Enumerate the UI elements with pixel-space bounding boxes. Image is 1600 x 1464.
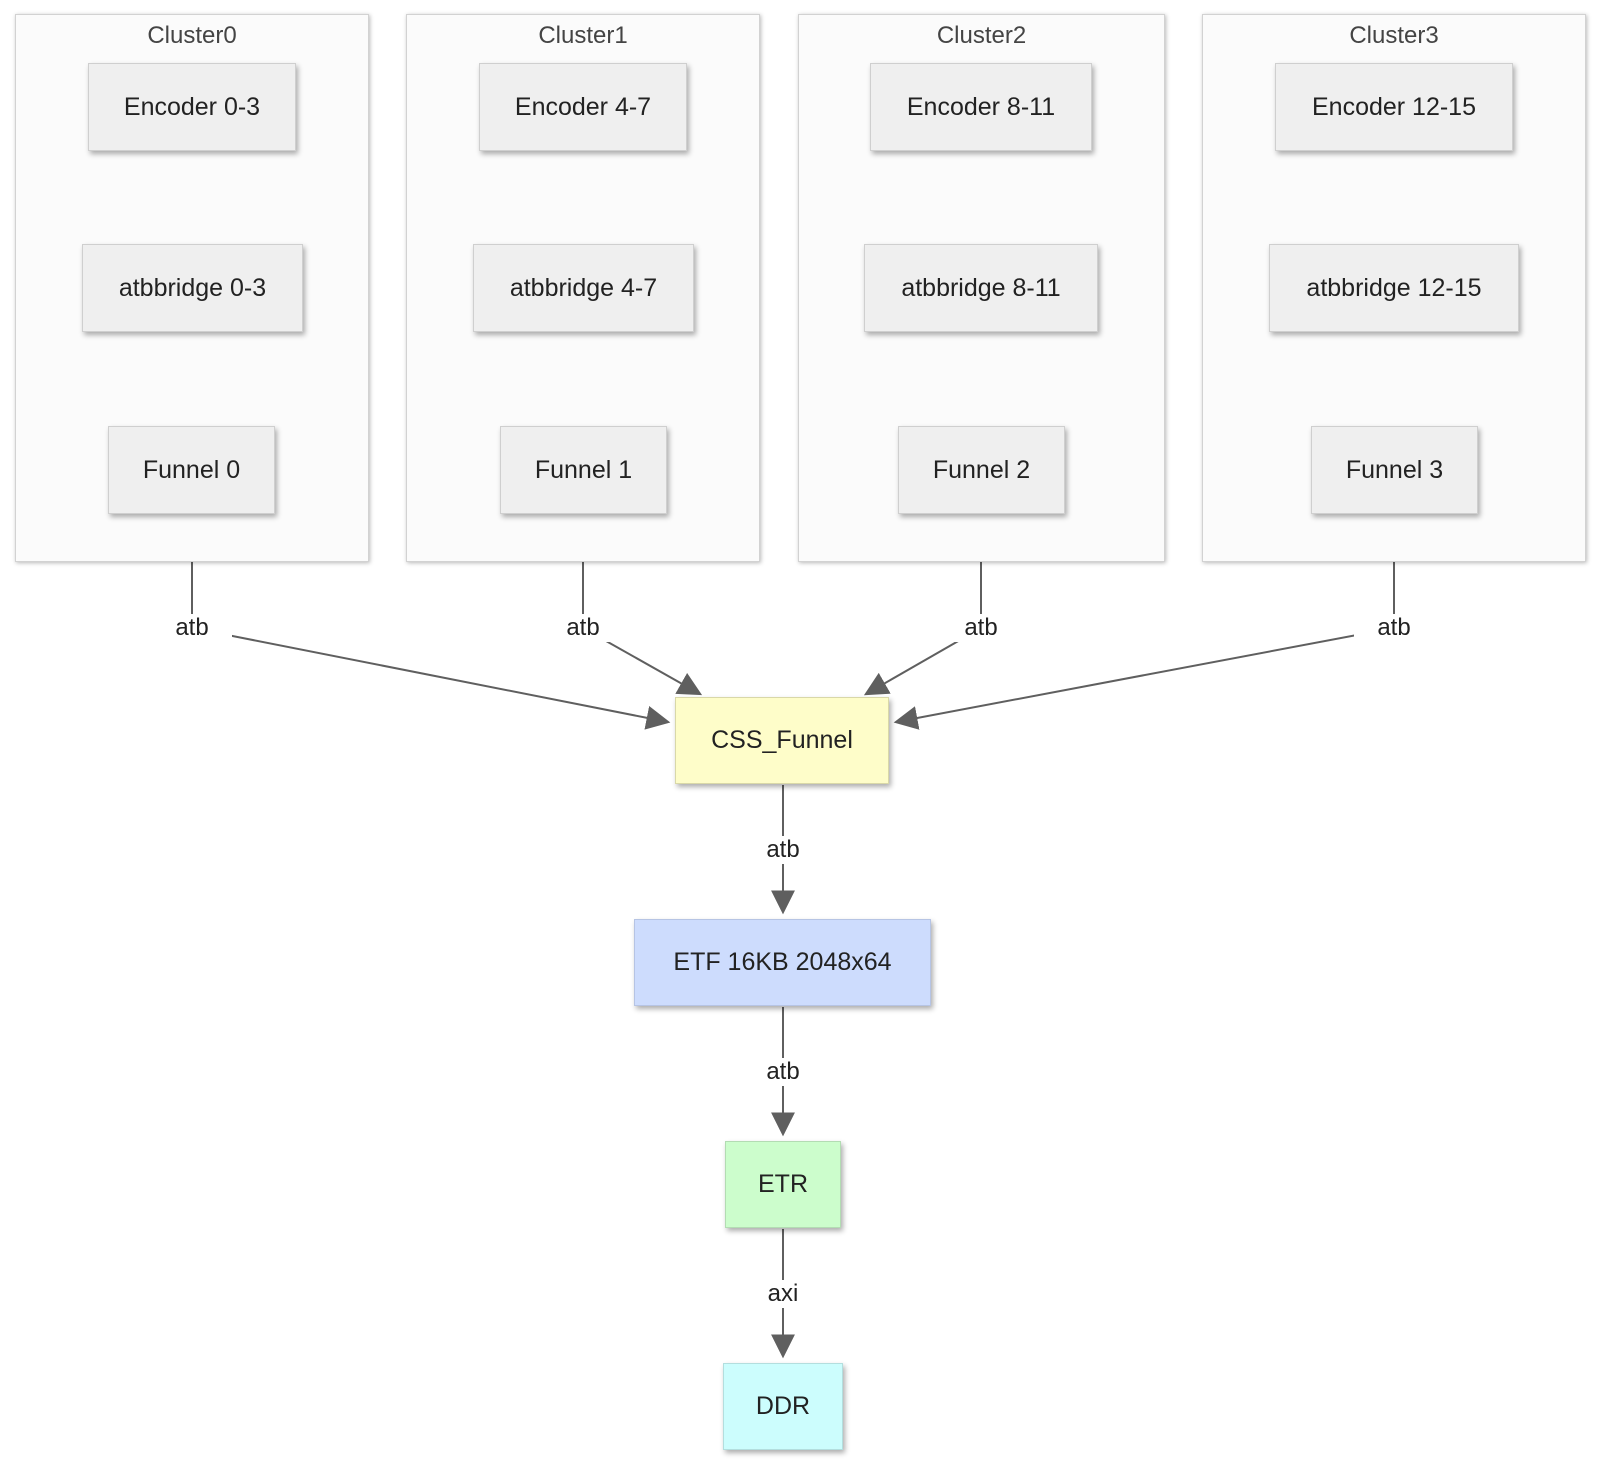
cluster-title: Cluster1 bbox=[538, 22, 628, 49]
encoder-12-15-node[interactable]: Encoder 12-15 bbox=[1275, 63, 1513, 151]
cluster-title: Cluster3 bbox=[1349, 22, 1439, 49]
funnel-1-node[interactable]: Funnel 1 bbox=[500, 426, 667, 514]
funnel-2-node[interactable]: Funnel 2 bbox=[898, 426, 1065, 514]
funnel-0-node[interactable]: Funnel 0 bbox=[108, 426, 275, 514]
cluster-title: Cluster0 bbox=[147, 22, 237, 49]
encoder-0-3-node[interactable]: Encoder 0-3 bbox=[88, 63, 296, 151]
edge-label-cluster0-atb: atb bbox=[152, 614, 232, 642]
etf-node[interactable]: ETF 16KB 2048x64 bbox=[634, 919, 931, 1006]
edge-label-cluster3-atb: atb bbox=[1354, 614, 1434, 642]
atbbridge-0-3-node[interactable]: atbbridge 0-3 bbox=[82, 244, 303, 332]
cluster-title: Cluster2 bbox=[936, 22, 1027, 49]
ddr-node[interactable]: DDR bbox=[723, 1363, 843, 1450]
edge-label-etr-ddr: axi bbox=[743, 1280, 823, 1308]
encoder-4-7-node[interactable]: Encoder 4-7 bbox=[479, 63, 687, 151]
edge-label-css-etf: atb bbox=[743, 836, 823, 864]
css-funnel-node[interactable]: CSS_Funnel bbox=[675, 697, 889, 784]
funnel-3-node[interactable]: Funnel 3 bbox=[1311, 426, 1478, 514]
edge-cluster0-css bbox=[191, 627, 671, 730]
etr-node[interactable]: ETR bbox=[725, 1141, 841, 1228]
atbbridge-4-7-node[interactable]: atbbridge 4-7 bbox=[473, 244, 694, 332]
edge-label-etf-etr: atb bbox=[743, 1058, 823, 1086]
edge-label-cluster1-atb: atb bbox=[543, 614, 623, 642]
encoder-8-11-node[interactable]: Encoder 8-11 bbox=[870, 63, 1092, 151]
atbbridge-8-11-node[interactable]: atbbridge 8-11 bbox=[864, 244, 1098, 332]
edge-label-cluster2-atb: atb bbox=[941, 614, 1021, 642]
atbbridge-12-15-node[interactable]: atbbridge 12-15 bbox=[1269, 244, 1519, 332]
edge-cluster3-css bbox=[893, 627, 1395, 730]
